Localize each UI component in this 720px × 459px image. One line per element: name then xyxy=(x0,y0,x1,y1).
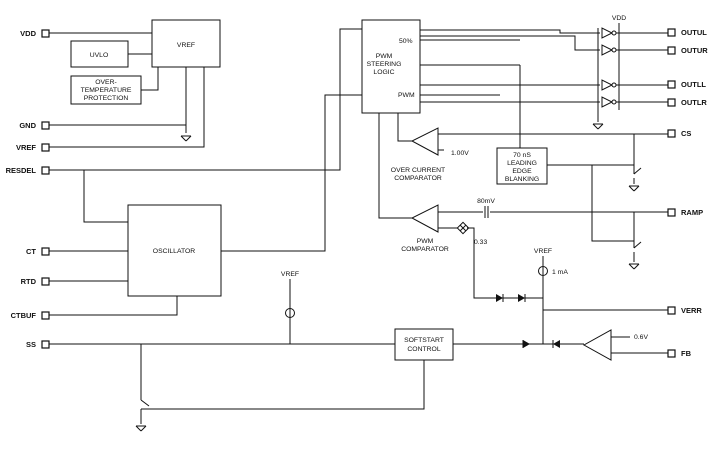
softstart-line-2: CONTROL xyxy=(407,346,440,353)
pin-vdd: VDD xyxy=(20,29,50,38)
driver-outur xyxy=(601,44,617,56)
driver-outlr xyxy=(601,96,617,108)
steering-50pct-label: 50% xyxy=(399,38,413,45)
pin-outll: OUTLL xyxy=(667,80,706,89)
ramp-switch xyxy=(547,164,642,262)
driver-vdd-label: VDD xyxy=(612,15,626,22)
ref-1v-label: 1.00V xyxy=(451,150,469,157)
steering-pwm-label: PWM xyxy=(398,92,415,99)
pin-outlr: OUTLR xyxy=(667,98,707,107)
pin-resdel: RESDEL xyxy=(6,166,50,175)
overtemp-line-2: TEMPERATURE xyxy=(81,87,132,94)
pin-fb: FB xyxy=(667,349,692,358)
pin-cs: CS xyxy=(667,129,691,138)
wire-network-left xyxy=(49,28,425,424)
pin-vref-label: VREF xyxy=(16,143,36,152)
oscillator-block: OSCILLATOR xyxy=(127,204,222,297)
pin-verr-label: VERR xyxy=(681,306,702,315)
pin-outul-label: OUTUL xyxy=(681,28,707,37)
pwm-comparator-line-1: PWM xyxy=(417,238,434,245)
pin-ct-label: CT xyxy=(26,247,36,256)
ground-icon xyxy=(628,185,640,192)
overtemp-line-1: OVER- xyxy=(95,79,117,86)
ground-icon xyxy=(592,123,604,130)
pin-outul: OUTUL xyxy=(667,28,707,37)
pin-ss-label: SS xyxy=(26,340,36,349)
pin-outur: OUTUR xyxy=(667,46,708,55)
pin-fb-label: FB xyxy=(681,349,692,358)
pin-ss: SS xyxy=(26,340,50,349)
overtemp-line-3: PROTECTION xyxy=(84,95,129,102)
pin-verr: VERR xyxy=(667,306,702,315)
softstart-line-1: SOFTSTART xyxy=(404,337,444,344)
pin-ctbuf-label: CTBUF xyxy=(11,311,37,320)
pin-ramp-label: RAMP xyxy=(681,208,703,217)
uvlo-block-label: UVLO xyxy=(90,52,109,59)
oscillator-label: OSCILLATOR xyxy=(153,248,196,255)
pin-ramp: RAMP xyxy=(667,208,703,217)
leading-edge-blanking-block: 70 nS LEADING EDGE BLANKING xyxy=(496,147,548,185)
leb-line-1: 70 nS xyxy=(513,152,531,159)
pin-vdd-label: VDD xyxy=(20,29,36,38)
overcurrent-line-1: OVER CURRENT xyxy=(391,167,445,174)
pwm-steering-block: PWM STEERING LOGIC 50% PWM xyxy=(361,19,421,114)
vref-block-label: VREF xyxy=(177,42,195,49)
pin-ctbuf: CTBUF xyxy=(11,311,50,320)
pin-outll-label: OUTLL xyxy=(681,80,706,89)
vref-verr-label: VREF xyxy=(534,248,552,255)
pin-cs-label: CS xyxy=(681,129,691,138)
pwm-comparator-line-2: COMPARATOR xyxy=(401,246,449,253)
pin-ct: CT xyxy=(26,247,50,256)
pwm-comparator: 80mV 0.33 PWM COMPARATOR xyxy=(378,113,668,299)
pin-vref: VREF xyxy=(16,143,50,152)
steering-line-3: LOGIC xyxy=(373,69,394,76)
overtemp-block: OVER- TEMPERATURE PROTECTION xyxy=(70,75,142,105)
vref-block: VREF xyxy=(151,19,221,68)
softstart-block: SOFTSTART CONTROL xyxy=(394,328,454,361)
overcurrent-line-2: COMPARATOR xyxy=(394,175,442,182)
leb-line-3: EDGE xyxy=(512,168,532,175)
pin-outlr-label: OUTLR xyxy=(681,98,707,107)
driver-outul xyxy=(601,27,617,39)
pin-gnd: GND xyxy=(19,121,50,130)
pin-rtd-label: RTD xyxy=(21,277,37,286)
pin-rtd: RTD xyxy=(21,277,50,286)
ground-icon xyxy=(628,263,640,270)
steering-line-1: PWM xyxy=(376,53,393,60)
steering-line-2: STEERING xyxy=(367,61,402,68)
wire-network-drivers: VDD xyxy=(420,15,668,148)
overcurrent-comparator: 1.00V OVER CURRENT COMPARATOR xyxy=(391,113,668,182)
mv80-label: 80mV xyxy=(477,198,495,205)
gain033-label: 0.33 xyxy=(474,239,487,246)
uvlo-block: UVLO xyxy=(70,40,129,68)
cs-switch xyxy=(547,134,642,184)
ref-06v-label: 0.6V xyxy=(634,334,648,341)
leb-line-4: BLANKING xyxy=(505,176,539,183)
pin-gnd-label: GND xyxy=(19,121,36,130)
vref-ss-label: VREF xyxy=(281,271,299,278)
ground-icon xyxy=(180,135,192,142)
driver-outll xyxy=(601,79,617,91)
pin-resdel-label: RESDEL xyxy=(6,166,37,175)
current-1ma-label: 1 mA xyxy=(552,269,568,276)
current-source-ss: VREF xyxy=(281,271,299,318)
verr-network: VREF 1 mA 0.6V xyxy=(453,248,668,361)
pin-outur-label: OUTUR xyxy=(681,46,708,55)
ground-icon xyxy=(135,425,147,432)
leb-line-2: LEADING xyxy=(507,160,537,167)
